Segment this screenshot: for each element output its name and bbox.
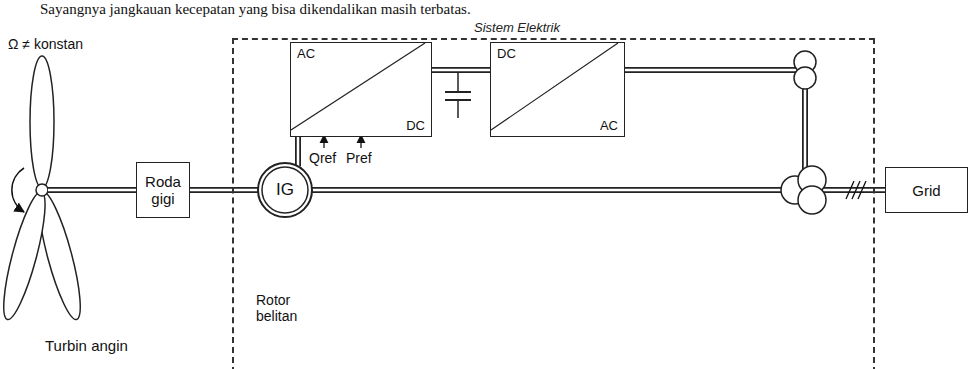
node-label: AC (600, 118, 618, 133)
node-label: Grid (912, 182, 940, 199)
part-name: Rotor belitan (256, 292, 318, 324)
converter-box: DC AC (490, 42, 625, 137)
converter-box: AC DC (290, 42, 432, 137)
node-label: AC (297, 46, 315, 61)
conductor-inner (190, 189, 258, 192)
three-phase-mark (846, 181, 866, 199)
conductor-outer (190, 187, 258, 193)
power-line (432, 70, 490, 71)
part-name: Turbin angin (45, 338, 128, 354)
shaft (48, 190, 136, 191)
node-label: Roda gigi (140, 173, 186, 207)
rotation-arrow (12, 168, 24, 212)
power-line (298, 137, 299, 166)
node-label: DC (406, 118, 425, 133)
conductor-outer (295, 137, 301, 166)
gearbox-box: Roda gigi (136, 162, 190, 218)
turbine-blade (30, 56, 54, 188)
grid-box: Grid (885, 167, 968, 213)
body-text: Sayangnya jangkauan kecepatan yang bisa … (40, 1, 471, 17)
region-title: Sistem Elektrik (474, 20, 560, 35)
conductor-inner (432, 69, 490, 72)
signal-name: Pref (346, 150, 372, 166)
node-label: IG (276, 180, 294, 200)
turbine-hub (36, 184, 48, 196)
conductor-outer (625, 70, 885, 190)
conductor-outer (432, 67, 490, 73)
capacitor-symbol (445, 73, 471, 118)
conductor-inner (625, 70, 885, 190)
system-region: Sistem ElektrikACDCDCACIG (232, 38, 875, 369)
turbine-blade (0, 189, 53, 323)
conductor-inner (297, 137, 300, 166)
three-winding-transformer (781, 166, 826, 214)
generator-circle: IG (256, 161, 314, 219)
power-line (190, 190, 258, 191)
transformer-symbol (794, 51, 816, 89)
speed-note: Ω ≠ konstan (8, 36, 83, 52)
signal-name: Qref (309, 150, 336, 166)
node-label: DC (497, 46, 516, 61)
power-line (625, 70, 885, 190)
